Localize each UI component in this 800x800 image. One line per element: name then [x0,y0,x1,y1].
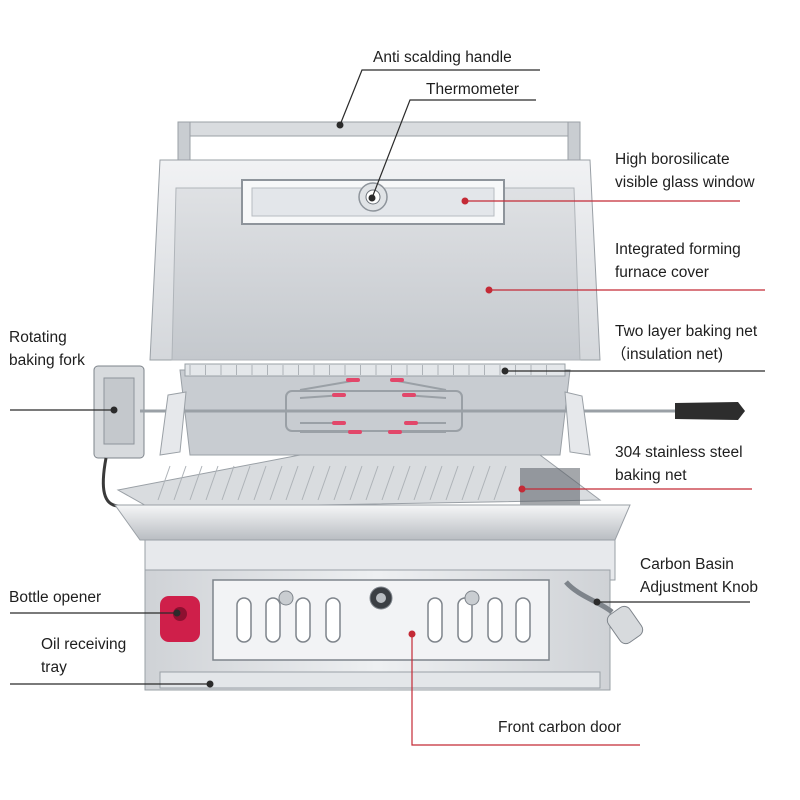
insulation-net [184,363,566,377]
furnace-cover [149,159,601,361]
net-bar [365,465,379,501]
net-bar [445,465,459,501]
door-knob [278,590,294,606]
label-carbon-knob-1: Carbon Basin [640,556,734,573]
net-bar [285,465,299,501]
net-bar [493,465,507,501]
callout-leaders [10,69,765,746]
label-rotating-fork-1: Rotating [9,329,67,346]
label-steel-net-1: 304 stainless steel [615,444,743,461]
callout-dot [518,485,526,493]
net-bar [477,465,491,501]
net-bar [317,465,331,501]
label-two-layer-net-2: （insulation net) [611,346,724,363]
callout-dot [593,598,601,606]
label-thermometer: Thermometer [426,81,520,98]
label-steel-net-2: baking net [615,467,687,484]
rotating-baking-fork [140,378,745,434]
vent-slot [236,597,252,643]
label-glass-window-1: High borosilicate [615,151,730,168]
net-bar [173,465,187,501]
vent-slot [265,597,281,643]
callout-dot [485,286,493,294]
net-bar [189,465,203,501]
label-anti-scalding-handle: Anti scalding handle [373,49,512,66]
vent-slot [295,597,311,643]
oil-receiving-tray [159,671,601,689]
label-oil-tray-1: Oil receiving [41,636,127,653]
callout-dot [461,197,469,205]
leader-line [339,69,540,126]
net-bar [205,465,219,501]
net-bar [253,465,267,501]
door-knob [464,590,480,606]
vent-slot [487,597,503,643]
carbon-basin-knob [564,580,644,645]
vent-slot [515,597,531,643]
label-furnace-cover-1: Integrated forming [615,241,741,258]
leader-line [371,99,536,199]
anti-scalding-handle [177,121,581,169]
callout-dot [501,367,509,375]
callout-dot [368,194,376,202]
net-bar [461,465,475,501]
net-bar [429,465,443,501]
callout-dot [336,121,344,129]
net-bar [333,465,347,501]
net-bar [381,465,395,501]
net-bar [237,465,251,501]
net-bar [301,465,315,501]
net-bar [221,465,235,501]
rotisserie-motor [93,365,145,508]
net-bar [413,465,427,501]
net-bar [397,465,411,501]
callout-dot [206,680,214,688]
label-rotating-fork-2: baking fork [9,352,85,369]
label-glass-window-2: visible glass window [615,174,755,191]
vent-slot [325,597,341,643]
label-carbon-knob-2: Adjustment Knob [640,579,759,596]
label-oil-tray-2: tray [41,659,67,676]
callout-dot [408,630,416,638]
net-bar [269,465,283,501]
front-carbon-door [212,579,550,661]
callout-dot [173,609,181,617]
label-bottle-opener: Bottle opener [9,589,102,606]
net-bar [157,465,171,501]
net-bar [349,465,363,501]
vent-slot [427,597,443,643]
callout-dot [110,406,118,414]
leader-line [411,634,640,746]
label-furnace-cover-2: furnace cover [615,264,709,281]
label-two-layer-net-1: Two layer baking net [615,323,758,340]
label-front-carbon-door: Front carbon door [498,719,622,736]
bottle-opener-icon [160,596,200,642]
